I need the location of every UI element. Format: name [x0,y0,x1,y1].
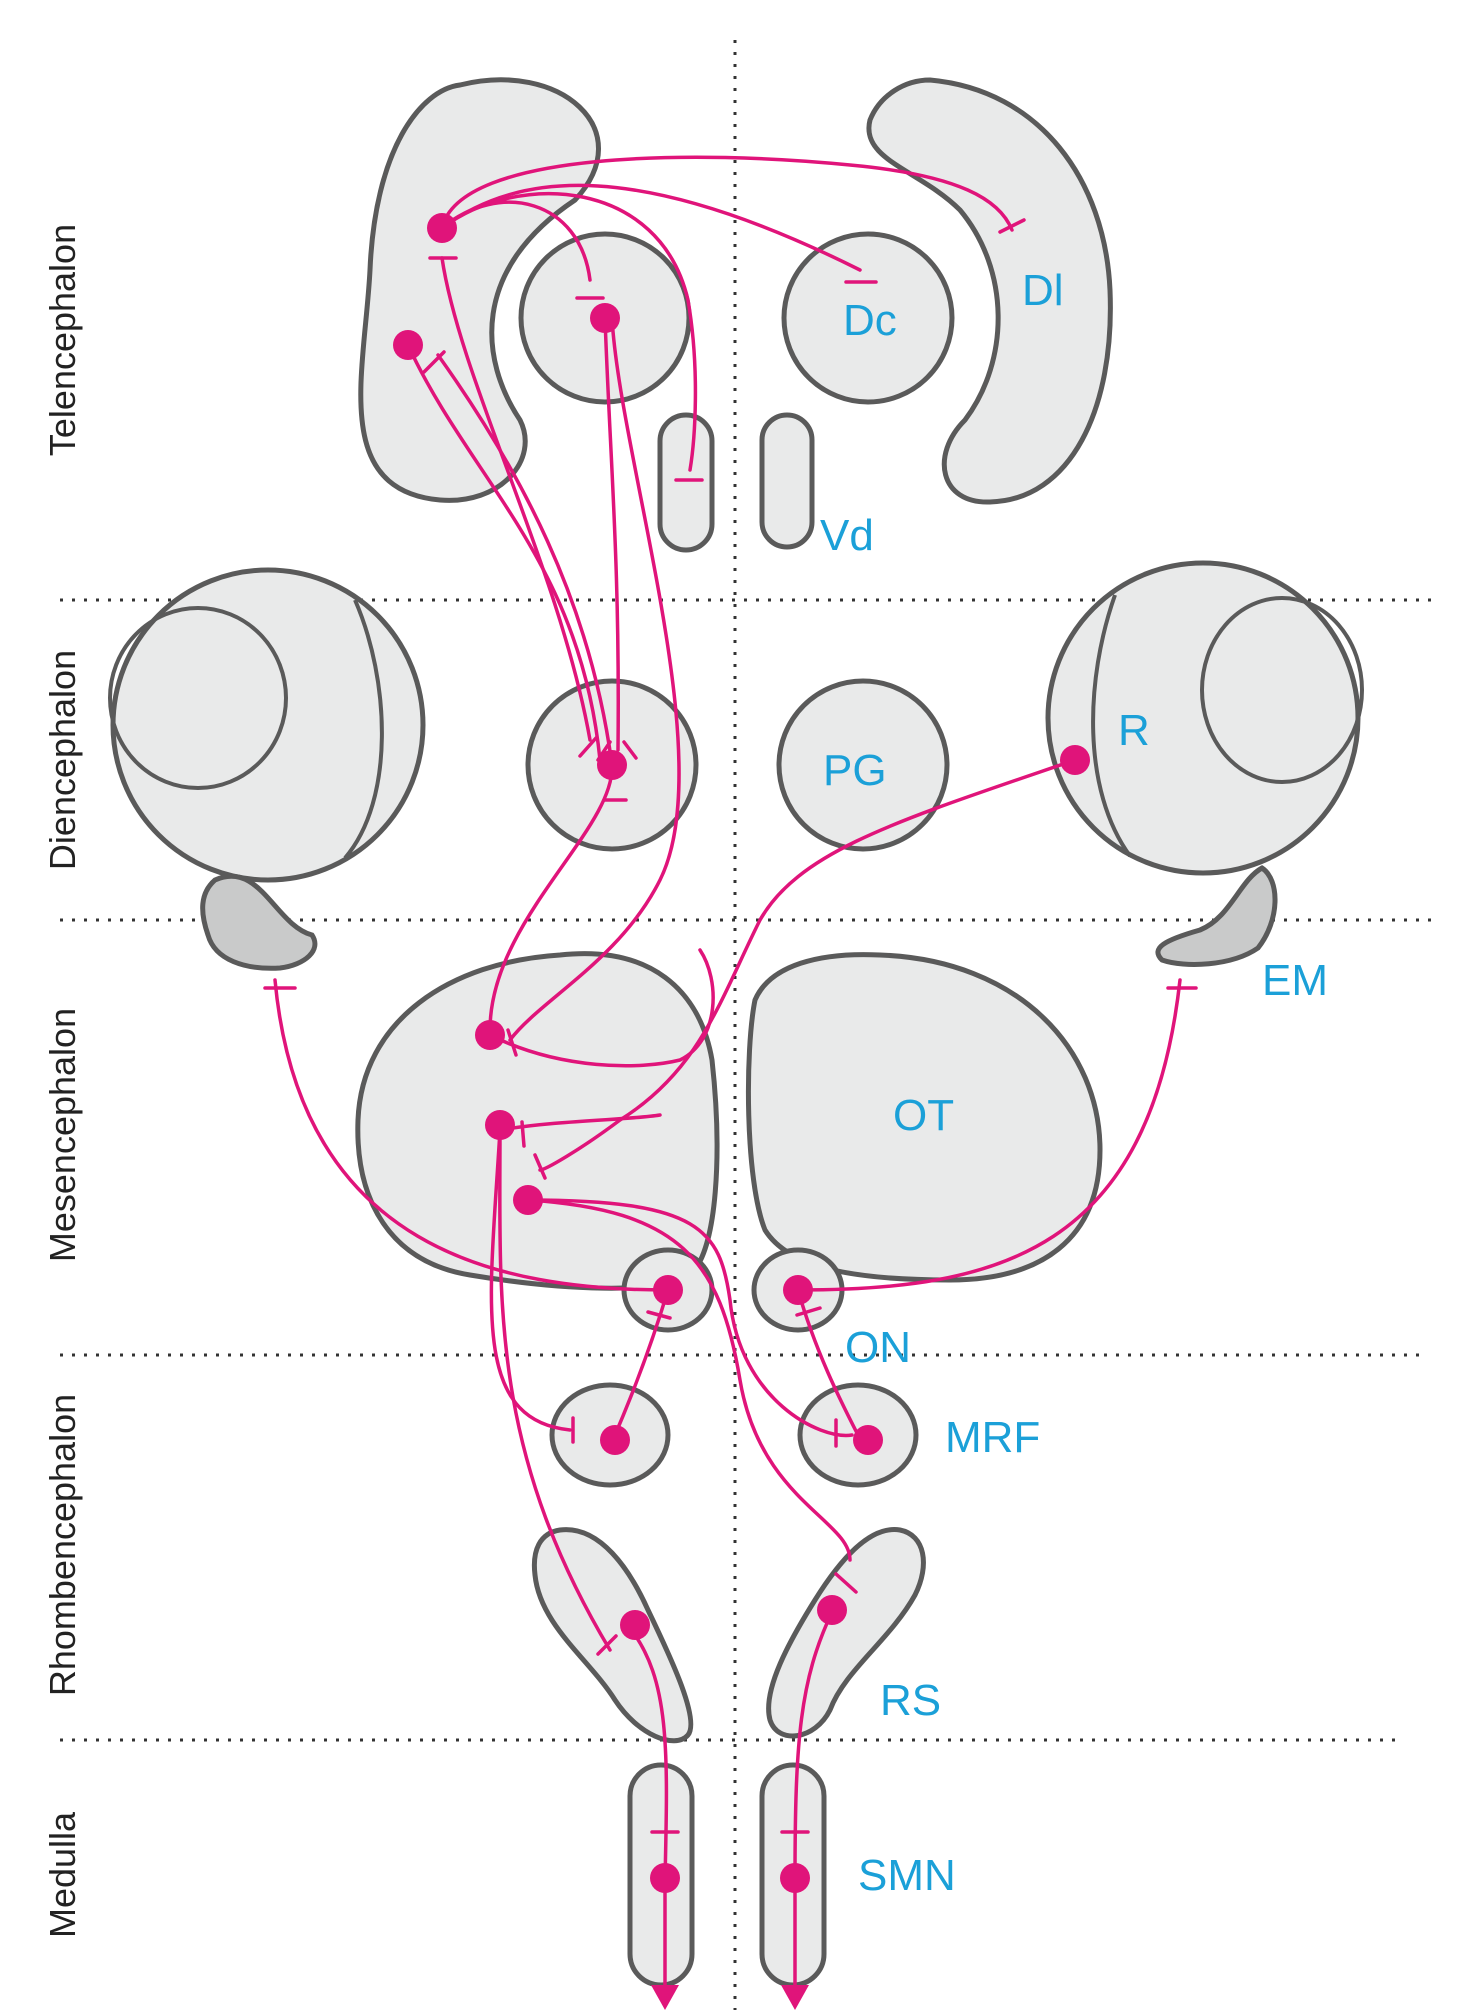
dot-right-rs [817,1595,847,1625]
path-pg-to-dl2 [436,353,614,767]
section-rhombencephalon: Rhombencephalon [42,1394,83,1696]
region-dc [781,231,955,405]
dot-right-mrf [853,1425,883,1455]
label-em: EM [1262,956,1328,1005]
path-right-on-to-right-mrf [796,1288,860,1437]
dot-dm [590,303,620,333]
bar-right-on [795,1306,822,1317]
path-ot-to-smn-left [498,1128,612,1652]
bar-ot-2 [520,1120,526,1148]
label-mrf: MRF [945,1413,1040,1462]
bar-right-dl [998,218,1026,234]
bar-ot-3 [533,1153,547,1180]
neuron-dots [393,213,1090,1893]
path-dl-to-right-dl [440,155,1014,232]
region-vd [759,412,815,550]
terminal-bars [263,218,1198,1834]
label-ot: OT [893,1091,954,1140]
dot-pg [597,750,627,780]
arrow-right-smn [781,1985,809,2010]
label-smn: SMN [858,1851,956,1900]
path-retina-to-ot [538,758,1077,1172]
arrow-left-smn [651,1985,679,2010]
label-dl: Dl [1022,266,1064,315]
dot-right-smn [780,1863,810,1893]
region-left-em [200,873,318,971]
dot-left-on [653,1275,683,1305]
region-right-dl [866,77,1113,505]
right-eye-arc [1091,594,1132,858]
path-ot3-to-on-right [526,1198,854,1438]
section-mesencephalon: Mesencephalon [42,1008,83,1262]
bar-ot-1 [506,1028,518,1057]
bar-left-on [646,1310,672,1320]
pathways [273,155,1182,2002]
right-eye-lens [1200,596,1364,784]
label-on: ON [845,1323,911,1372]
label-r: R [1118,706,1150,755]
path-left-rs-to-smn [628,1626,669,2002]
dot-dl2 [393,330,423,360]
label-vd: Vd [820,511,874,560]
path-on-to-right-em [796,978,1182,1292]
path-left-on-to-left-mrf [613,1288,670,1437]
path-dm-to-pg [603,316,621,752]
path-right-rs-to-smn [793,1610,834,2002]
left-eye-arc [343,599,384,860]
path-dm-long-to-ot [508,316,681,1042]
dot-ot-2 [485,1110,515,1140]
path-ot-to-mrf-left [489,1128,572,1432]
dot-right-on [783,1275,813,1305]
bar-pg-1 [578,736,598,758]
label-pg: PG [823,746,887,795]
dot-dl [427,213,457,243]
region-labels: Dc Dl Vd PG R EM OT ON MRF RS SMN [820,266,1328,1900]
left-eye-lens [108,606,288,790]
path-ot-loop [488,948,715,1068]
region-ot [745,952,1103,1283]
path-on-to-left-em [273,978,670,1292]
region-left-vd [657,412,715,553]
bar-left-rs [596,1634,618,1656]
bar-right-rs [834,1572,858,1594]
bar-dl2 [422,350,446,374]
section-medulla: Medulla [42,1811,83,1938]
label-dc: Dc [843,296,897,345]
path-dl2-to-pg [406,343,602,762]
dot-ot-1 [475,1020,505,1050]
label-rs: RS [880,1676,941,1725]
dot-left-mrf [600,1425,630,1455]
path-pg-out-to-ot [488,763,614,1032]
region-right-em [1155,865,1278,967]
path-dl-to-vd [440,191,698,472]
bar-pg-3 [622,740,638,760]
section-diencephalon: Diencephalon [42,650,83,870]
region-pg [776,678,950,852]
path-ot3-to-rs [526,1198,852,1562]
dot-left-rs [620,1610,650,1640]
dot-retina [1060,745,1090,775]
section-labels: Telencephalon Diencephalon Mesencephalon… [42,224,83,1938]
output-arrows [651,1985,809,2010]
dot-left-smn [650,1863,680,1893]
path-dl-to-dm [440,200,592,282]
dot-ot-3 [513,1185,543,1215]
region-left-ot [355,951,720,1291]
path-dl-to-pg [440,256,592,742]
region-left-rs [531,1527,694,1744]
section-telencephalon: Telencephalon [42,224,83,456]
